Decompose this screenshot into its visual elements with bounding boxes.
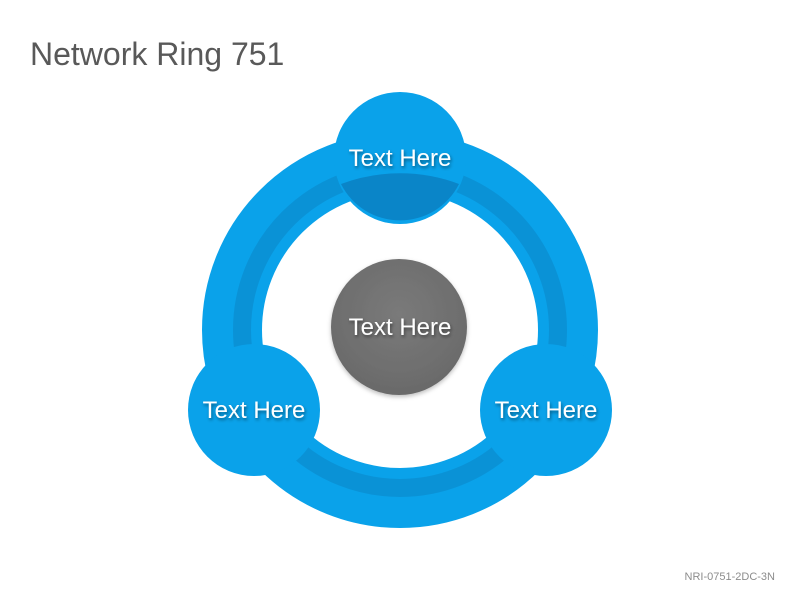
slide-code: NRI-0751-2DC-3N <box>684 571 775 583</box>
node-right-label: Text Here <box>495 397 598 424</box>
center-circle <box>331 259 467 395</box>
node-right <box>480 344 612 476</box>
node-top-label: Text Here <box>349 145 452 172</box>
node-left-label: Text Here <box>203 397 306 424</box>
center-label: Text Here <box>349 314 452 341</box>
node-top-shade <box>341 173 459 221</box>
page-title: Network Ring 751 <box>30 36 285 72</box>
node-left <box>188 344 320 476</box>
